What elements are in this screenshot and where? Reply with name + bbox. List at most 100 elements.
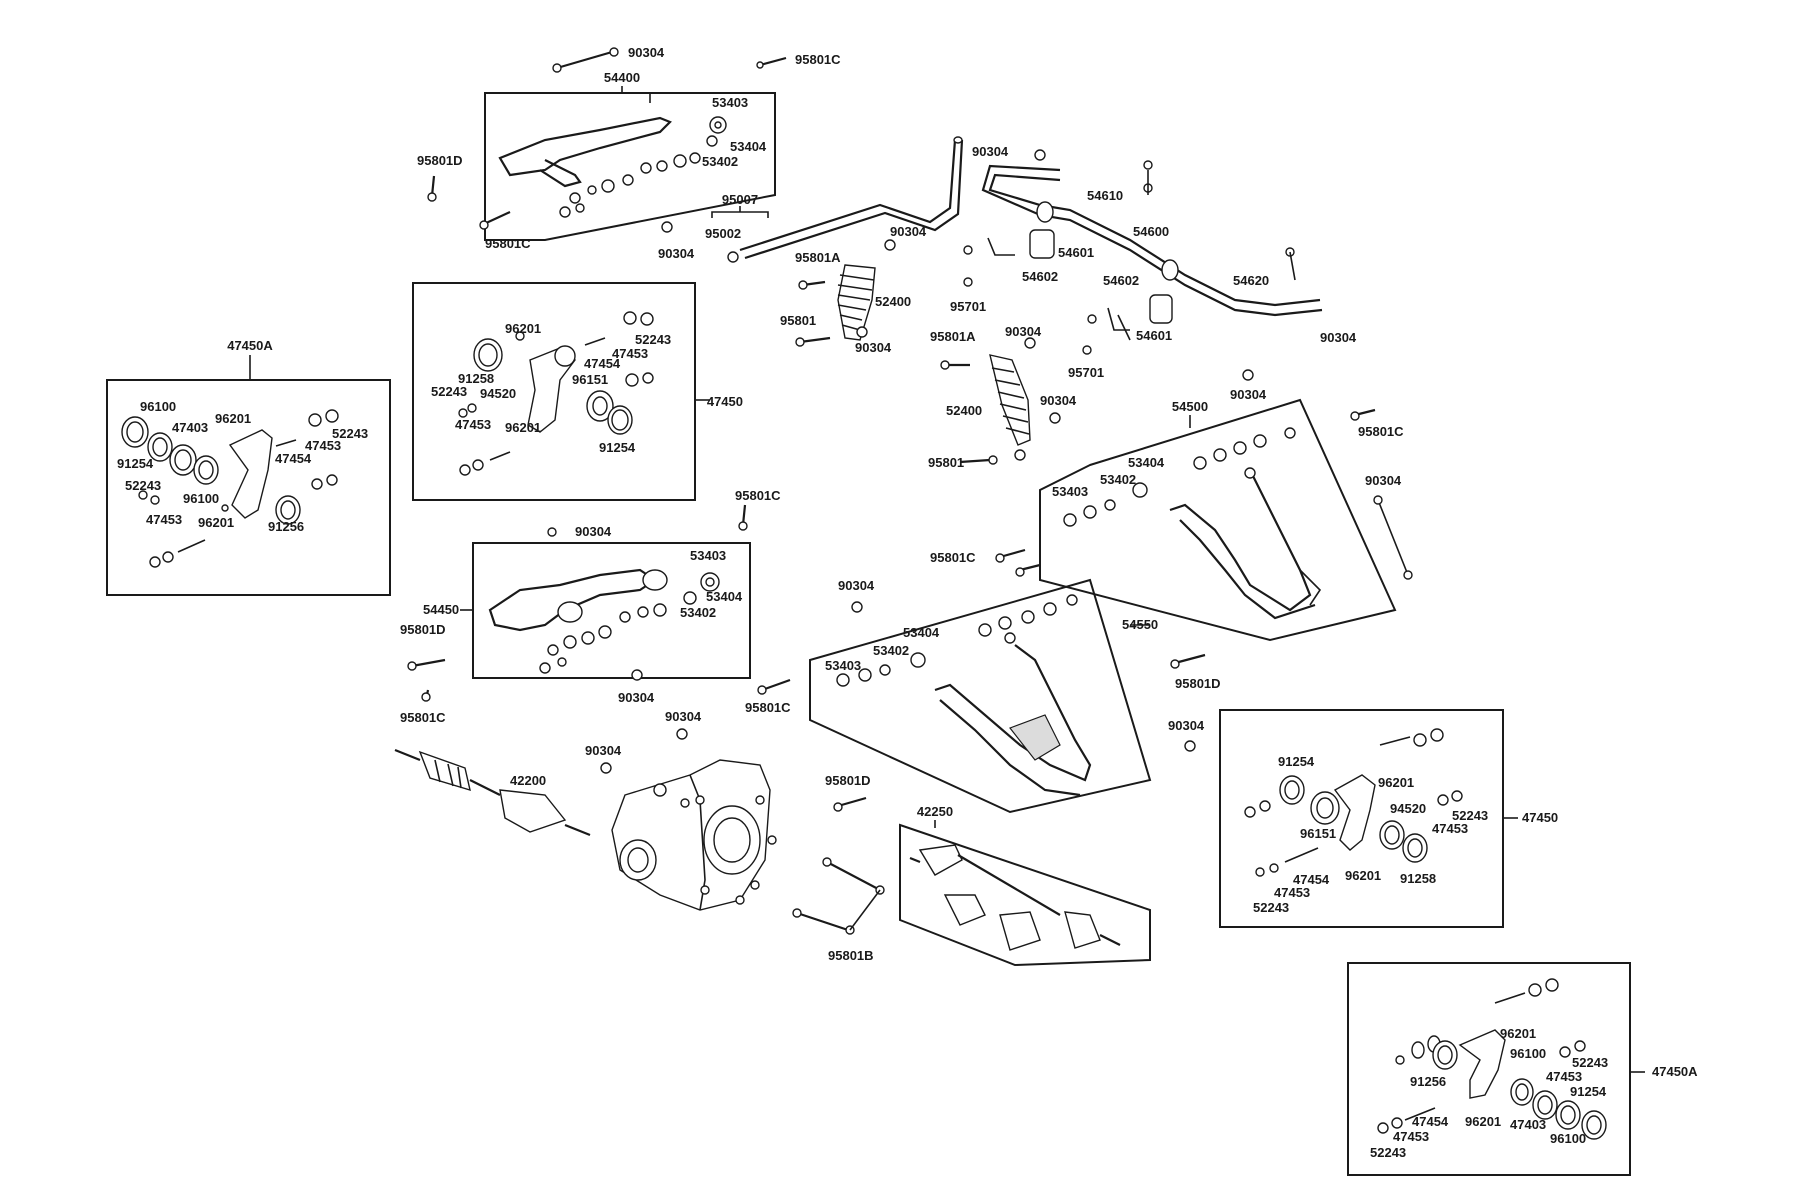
label-90304-c: 90304 [890,224,927,239]
label-47454-b: 47454 [275,451,312,466]
label-53403-c: 53403 [690,548,726,563]
label-95701-a: 95701 [950,299,986,314]
label-90304-h: 90304 [1040,393,1077,408]
label-47403-b: 47403 [1510,1117,1546,1132]
shock-52400-lower [940,337,1061,465]
label-42200: 42200 [510,773,546,788]
label-95801C-f: 95801C [930,550,976,565]
long-bolts-95801B [792,857,885,935]
label-90304-m: 90304 [838,578,875,593]
label-47453-h: 47453 [1393,1129,1429,1144]
label-91254-d: 91254 [1570,1084,1607,1099]
label-95801C-g: 95801C [745,700,791,715]
label-47453-d: 47453 [146,512,182,527]
label-47453-g: 47453 [1546,1069,1582,1084]
label-47453-e: 47453 [1432,821,1468,836]
label-90304-d: 90304 [855,340,892,355]
label-47453-f: 47453 [1274,885,1310,900]
label-52243-g: 52243 [1572,1055,1608,1070]
assembly-47450A-left [106,355,391,596]
arm-54400 [498,116,672,177]
label-91256-a: 91256 [268,519,304,534]
label-54450: 54450 [423,602,459,617]
label-54610: 54610 [1087,188,1123,203]
label-53402-b: 53402 [1100,472,1136,487]
label-91258-a: 91258 [458,371,494,386]
label-54602-a: 54602 [1022,269,1058,284]
label-42250: 42250 [917,804,953,819]
label-95007: 95007 [722,192,758,207]
assembly-54500 [1039,369,1413,642]
label-52243-e: 52243 [1452,808,1488,823]
label-54600: 54600 [1133,224,1169,239]
label-47453-b: 47453 [455,417,491,432]
label-90304-a: 90304 [628,45,665,60]
label-54601-a: 54601 [1058,245,1094,260]
label-47450A-left: 47450A [227,338,273,353]
label-96201-f: 96201 [1345,868,1381,883]
label-54500: 54500 [1172,399,1208,414]
label-53403-a: 53403 [712,95,748,110]
label-94520-b: 94520 [1390,801,1426,816]
label-53402-a: 53402 [702,154,738,169]
label-95801C-b: 95801C [485,236,531,251]
label-53403-d: 53403 [825,658,861,673]
label-91256-b: 91256 [1410,1074,1446,1089]
label-95801B: 95801B [828,948,874,963]
label-95801A-b: 95801A [930,329,976,344]
label-95801D-c: 95801D [1175,676,1221,691]
label-95801C-e: 95801C [735,488,781,503]
label-96201-c: 96201 [215,411,251,426]
label-53403-b: 53403 [1052,484,1088,499]
label-90304-f: 90304 [1320,330,1357,345]
label-54400: 54400 [604,70,640,85]
stabilizer-bar-54600 [963,149,1323,355]
box-54400 [484,92,776,241]
label-52400-b: 52400 [946,403,982,418]
label-47450-right: 47450 [1522,810,1558,825]
nut-90304-l [631,669,643,681]
stabilizer-bar-95007 [711,136,964,263]
label-96151-b: 96151 [1300,826,1336,841]
label-53404-d: 53404 [903,625,940,640]
label-91258-b: 91258 [1400,871,1436,886]
label-47450A-right: 47450A [1652,1064,1698,1079]
box-47450-left [412,282,696,501]
label-90304-b: 90304 [658,246,695,261]
assembly-54450 [460,527,751,679]
label-90304-j: 90304 [1365,473,1402,488]
label-95801A-a: 95801A [795,250,841,265]
label-96201-b: 96201 [505,420,541,435]
label-47454-c: 47454 [1293,872,1330,887]
label-54620: 54620 [1233,273,1269,288]
label-90304-k: 90304 [575,524,612,539]
assembly-47450-left [412,282,710,501]
label-95801C-a: 95801C [795,52,841,67]
box-42250 [899,823,1151,967]
box-47450A-right [1347,962,1631,1176]
label-96100-a: 96100 [140,399,176,414]
label-47453-c: 47453 [305,438,341,453]
label-95801C-c: 95801C [1358,424,1404,439]
label-90304-g: 90304 [1005,324,1042,339]
box-47450A-left [106,379,391,596]
label-52400-a: 52400 [875,294,911,309]
label-54550: 54550 [1122,617,1158,632]
assembly-47450A-right [1347,962,1645,1176]
label-96100-d: 96100 [1550,1131,1586,1146]
label-96100-b: 96100 [183,491,219,506]
label-96201-e: 96201 [1378,775,1414,790]
bolts-top [427,47,787,233]
box-54500 [1039,398,1397,642]
label-91254-c: 91254 [1278,754,1315,769]
label-96201-a: 96201 [505,321,541,336]
label-52243-h: 52243 [1370,1145,1406,1160]
label-95801D-d: 95801D [825,773,871,788]
shock-52400-upper [795,239,896,347]
label-95801C-d: 95801C [400,710,446,725]
label-52243-b: 52243 [431,384,467,399]
drive-shaft-42200 [394,748,591,837]
assembly-54550 [809,578,1152,814]
label-91254-a: 91254 [599,440,636,455]
label-90304-n: 90304 [1168,718,1205,733]
